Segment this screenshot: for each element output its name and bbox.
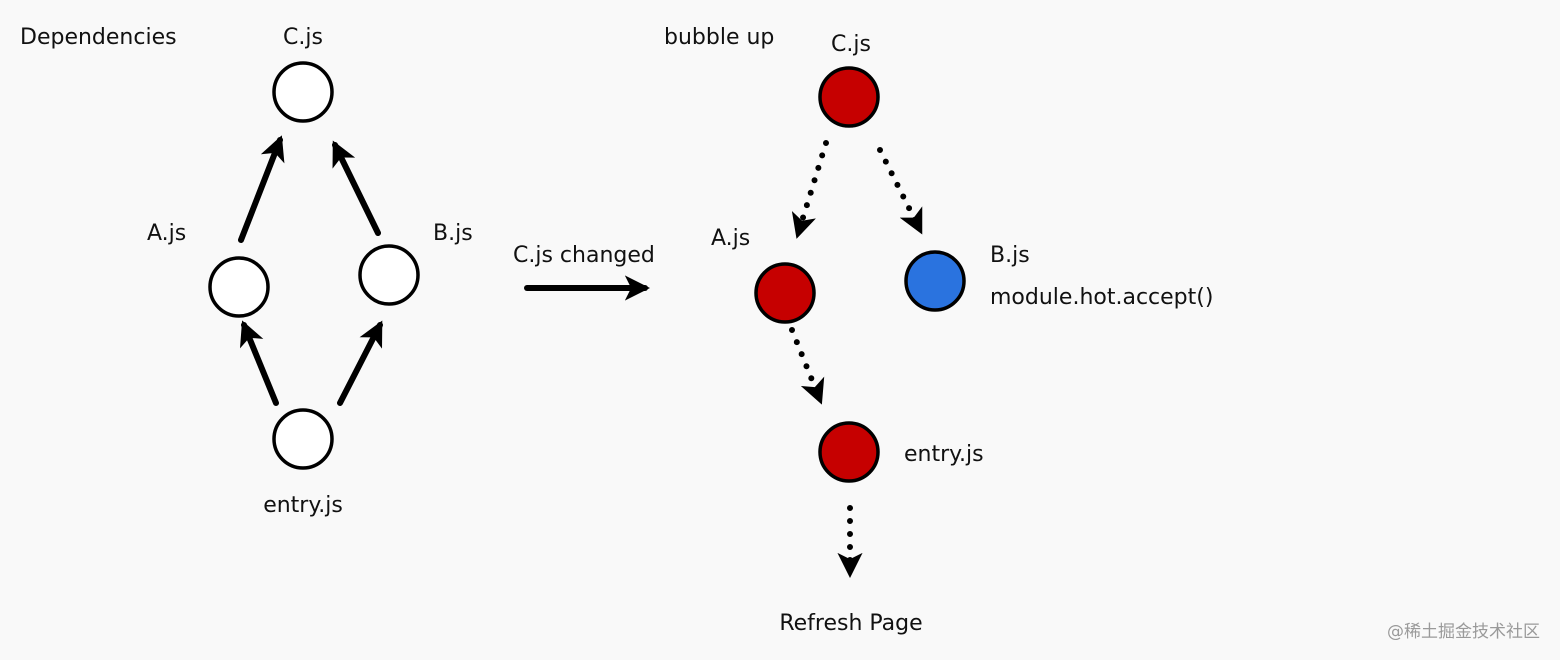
right-entry-label: entry.js (904, 442, 984, 467)
refresh-page-label: Refresh Page (779, 611, 922, 636)
left-a-label: A.js (147, 221, 186, 246)
edge-b-to-c (332, 140, 381, 236)
edge-entry-to-b (337, 320, 383, 406)
edge-a-to-c (238, 135, 285, 243)
node-c-default (272, 61, 334, 123)
bubble-a-to-entry (789, 327, 825, 405)
node-b-default (358, 244, 420, 306)
left-entry-label: entry.js (263, 493, 343, 518)
node-a-changed (754, 262, 816, 324)
node-entry-default (272, 408, 334, 470)
right-b-label: B.js (990, 243, 1030, 268)
bubble-c-to-b (877, 147, 923, 235)
node-c-changed (818, 66, 880, 128)
bubble-up-title: bubble up (664, 25, 774, 50)
edge-entry-to-a (239, 320, 279, 406)
left-c-label: C.js (283, 25, 323, 50)
node-entry-changed (818, 421, 880, 483)
right-c-label: C.js (831, 32, 871, 57)
right-a-label: A.js (711, 226, 750, 251)
node-a-default (208, 256, 270, 318)
module-hot-accept-label: module.hot.accept() (990, 285, 1213, 310)
bubble-c-to-a (791, 140, 829, 239)
dependencies-title: Dependencies (20, 25, 177, 50)
node-b-accepted (904, 250, 966, 312)
watermark: @稀土掘金技术社区 (1387, 622, 1540, 642)
left-b-label: B.js (433, 221, 473, 246)
transition-label: C.js changed (513, 243, 655, 268)
